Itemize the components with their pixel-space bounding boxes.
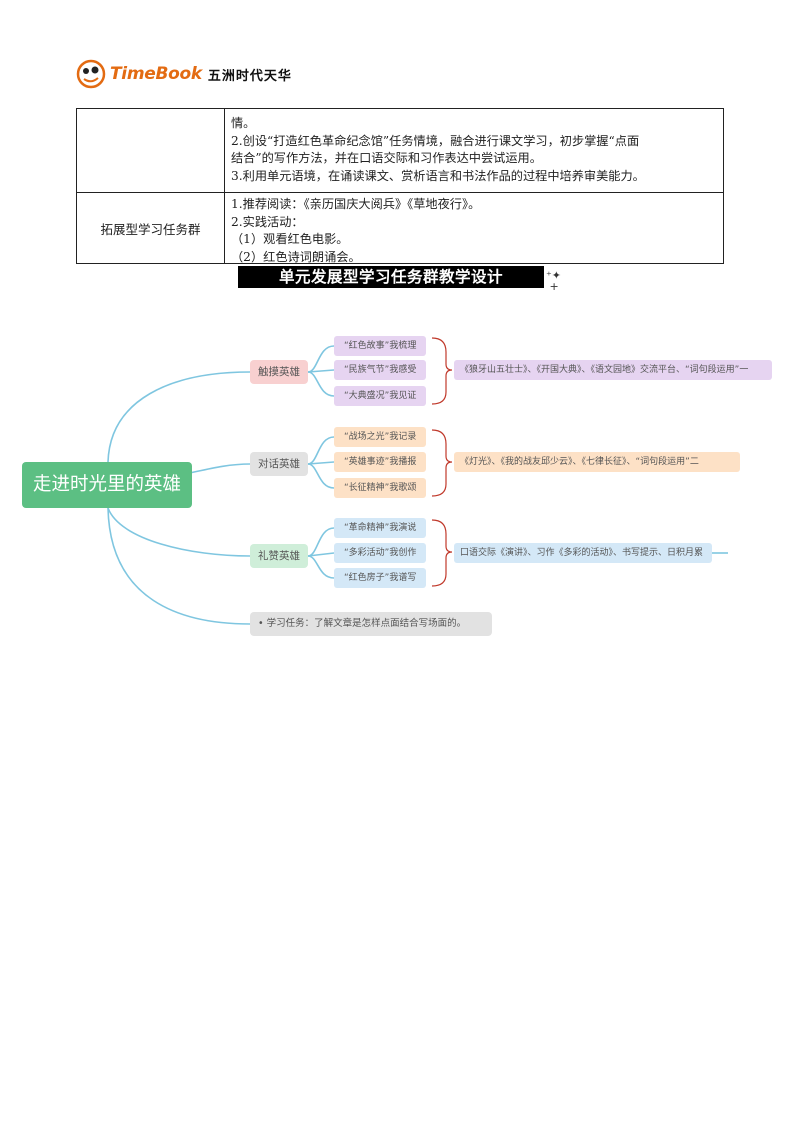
header-logo: TimeBook 五洲时代天华 bbox=[76, 58, 292, 90]
branch-dialog-heroes: 对话英雄 bbox=[250, 452, 308, 476]
table-divider-vertical bbox=[224, 109, 225, 263]
branch-detail: 《灯光》、《我的战友邱少云》、《七律长征》、“词句段运用”二 bbox=[454, 452, 740, 472]
plan-table: 情。 2.创设“打造红色革命纪念馆”任务情境，融合进行课文学习，初步掌握“点面 … bbox=[76, 108, 724, 264]
table-line: 结合”的写作方法，并在口语交际和习作表达中尝试运用。 bbox=[231, 151, 542, 165]
table-line: 1.推荐阅读：《亲历国庆大阅兵》《草地夜行》。 bbox=[231, 197, 481, 211]
table-line: 3.利用单元语境，在诵读课文、赏析语言和书法作品的过程中培养审美能力。 bbox=[231, 168, 645, 183]
branch-touch-heroes: 触摸英雄 bbox=[250, 360, 308, 384]
table-line: （2）红色诗词朗诵会。 bbox=[231, 249, 361, 264]
sparkle-icon: ⁺✦ + bbox=[546, 269, 562, 293]
branch-detail: 口语交际《演讲》、习作《多彩的活动》、书写提示、日积月累 bbox=[454, 543, 712, 563]
leaf-item: “战场之光”我记录 bbox=[334, 427, 427, 447]
mindmap-root: 走进时光里的英雄 bbox=[22, 462, 192, 508]
table-line: 情。 bbox=[231, 116, 256, 130]
mindmap-connectors bbox=[107, 337, 728, 625]
timebook-logo-icon bbox=[76, 59, 106, 89]
leaf-item: “大典盛况”我见证 bbox=[334, 386, 427, 406]
connector-root-note bbox=[107, 507, 251, 625]
bracket-1 bbox=[431, 337, 453, 405]
branch-praise-heroes: 礼赞英雄 bbox=[250, 544, 308, 568]
section-banner: 单元发展型学习任务群教学设计 bbox=[238, 266, 544, 288]
leaf-item: “革命精神”我演说 bbox=[334, 518, 427, 538]
brand-en: TimeBook bbox=[110, 64, 202, 84]
connector-root-branch3 bbox=[107, 507, 251, 557]
leaf-item: “多彩活动”我创作 bbox=[334, 543, 427, 563]
leaf-item: “红色故事”我梳理 bbox=[334, 336, 427, 356]
table-row2-label: 拓展型学习任务群 bbox=[100, 222, 201, 237]
table-line: 2.实践活动： bbox=[231, 214, 304, 229]
leaf-item: “长征精神”我歌颂 bbox=[334, 478, 427, 498]
bracket-3 bbox=[431, 519, 453, 587]
branch-detail: 《狼牙山五壮士》、《开国大典》、《语文园地》交流平台、“词句段运用”一 bbox=[454, 360, 772, 380]
bracket-2 bbox=[431, 429, 453, 497]
leaf-item: “民族气节”我感受 bbox=[334, 360, 427, 380]
table-row1-content: 情。 2.创设“打造红色革命纪念馆”任务情境，融合进行课文学习，初步掌握“点面 … bbox=[231, 115, 721, 185]
table-line: （1）观看红色电影。 bbox=[231, 232, 349, 246]
table-divider-horizontal bbox=[77, 192, 723, 193]
table-line: 2.创设“打造红色革命纪念馆”任务情境，融合进行课文学习，初步掌握“点面 bbox=[231, 133, 640, 148]
brand-cn: 五洲时代天华 bbox=[207, 68, 292, 84]
leaf-item: “英雄事迹”我播报 bbox=[334, 452, 427, 472]
connector-root-branch1 bbox=[107, 371, 251, 463]
table-row2-content: 1.推荐阅读：《亲历国庆大阅兵》《草地夜行》。 2.实践活动： （1）观看红色电… bbox=[231, 196, 721, 266]
learning-task-note: • 学习任务：了解文章是怎样点面结合写场面的。 bbox=[250, 612, 492, 636]
leaf-item: “红色房子”我谱写 bbox=[334, 568, 427, 588]
